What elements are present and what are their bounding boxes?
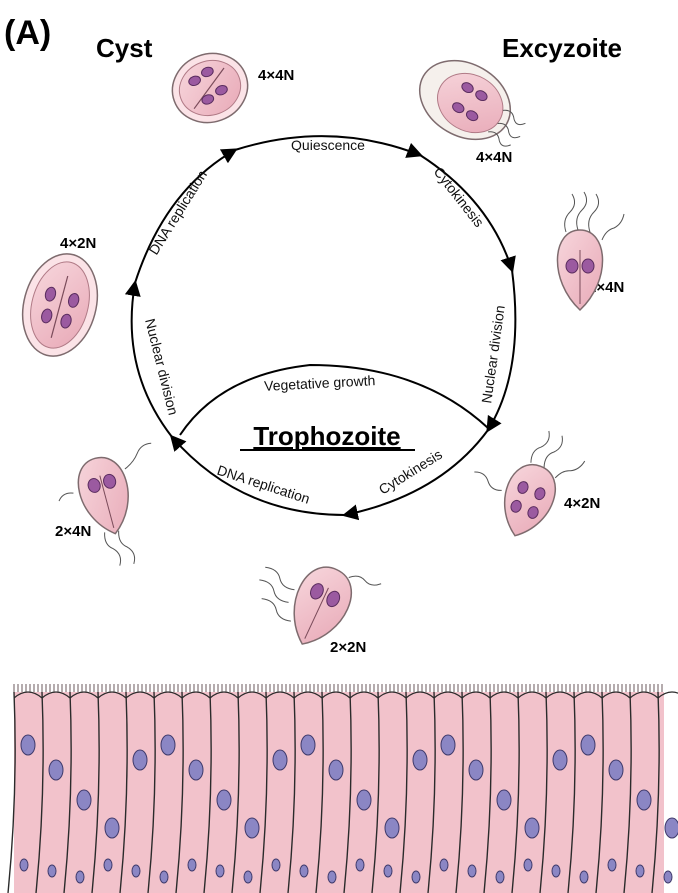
- label-quiescence: Quiescence: [291, 137, 365, 153]
- tissue-nucleus-small: [440, 859, 448, 871]
- tissue-nucleus: [553, 750, 567, 770]
- tissue-nucleus-small: [496, 871, 504, 883]
- tissue-nucleus-small: [20, 859, 28, 871]
- label-cytokinesis-top: Cytokinesis: [431, 164, 488, 230]
- tissue-nucleus: [581, 735, 595, 755]
- tissue-nucleus-small: [356, 859, 364, 871]
- tissue-nucleus-small: [552, 865, 560, 877]
- arrow-dna-replication-top: [135, 150, 235, 283]
- tissue-nucleus: [497, 790, 511, 810]
- intestinal-epithelium: [8, 684, 678, 893]
- tissue-nucleus-small: [664, 871, 672, 883]
- tissue-nucleus: [161, 735, 175, 755]
- tissue-nucleus: [329, 760, 343, 780]
- tissue-nucleus-small: [580, 871, 588, 883]
- tissue-nucleus: [665, 818, 678, 838]
- trophozoite-cell-4x2n: [459, 412, 591, 550]
- tissue-nucleus: [385, 818, 399, 838]
- tissue-nucleus: [273, 750, 287, 770]
- tissue-nucleus: [637, 790, 651, 810]
- tissue-nucleus: [133, 750, 147, 770]
- tissue-nucleus-small: [244, 871, 252, 883]
- tissue-nucleus-small: [608, 859, 616, 871]
- tissue-nucleus: [189, 760, 203, 780]
- label-dna-replication-bottom: DNA replication: [215, 462, 312, 507]
- tissue-nucleus: [469, 760, 483, 780]
- tissue-nucleus-small: [328, 871, 336, 883]
- tissue-nucleus-small: [188, 859, 196, 871]
- cyst-cell-4x4n: [163, 43, 258, 133]
- tissue-nucleus-small: [636, 865, 644, 877]
- process-labels: Quiescence Cytokinesis Nuclear division …: [142, 137, 508, 507]
- ploidy-troph-bottom: 2×2N: [330, 639, 366, 656]
- label-dna-replication-top: DNA replication: [145, 167, 210, 257]
- title-excyzoite: Excyzoite: [502, 33, 622, 63]
- tissue-nucleus-small: [216, 865, 224, 877]
- tissue-nucleus-small: [272, 859, 280, 871]
- tissue-nucleus: [105, 818, 119, 838]
- ploidy-cyst-left: 4×2N: [60, 235, 96, 252]
- title-cyst: Cyst: [96, 33, 153, 63]
- label-cytokinesis-bottom: Cytokinesis: [376, 446, 445, 498]
- tissue-nucleus: [49, 760, 63, 780]
- tissue-nucleus: [217, 790, 231, 810]
- ploidy-cyst-top: 4×4N: [258, 67, 294, 84]
- tissue-nucleus-small: [132, 865, 140, 877]
- tissue-nucleus: [77, 790, 91, 810]
- tissue-nucleus-small: [48, 865, 56, 877]
- tissue-nucleus: [357, 790, 371, 810]
- label-vegetative-growth: Vegetative growth: [264, 372, 376, 394]
- tissue-nucleus-small: [384, 865, 392, 877]
- brush-border: [14, 684, 662, 692]
- tissue-nucleus-small: [104, 859, 112, 871]
- tissue-nucleus: [245, 818, 259, 838]
- tissue-nucleus: [413, 750, 427, 770]
- panel-label: (A): [4, 14, 51, 52]
- tissue-nucleus: [609, 760, 623, 780]
- title-trophozoite: Trophozoite: [253, 421, 400, 451]
- tissue-nucleus-small: [468, 865, 476, 877]
- tissue-nucleus-small: [160, 871, 168, 883]
- tissue-nucleus: [525, 818, 539, 838]
- tissue-nucleus-small: [76, 871, 84, 883]
- tissue-nucleus: [301, 735, 315, 755]
- tissue-nucleus-small: [524, 859, 532, 871]
- ploidy-troph-left: 2×4N: [55, 523, 91, 540]
- trophozoite-cell-2x4n: [51, 443, 181, 578]
- label-nuclear-division-right: Nuclear division: [478, 304, 508, 404]
- ploidy-excyzoite-top: 4×4N: [476, 149, 512, 166]
- ploidy-labels: 4×4N 4×4N 2×4N 4×2N 2×2N 2×4N 4×2N: [55, 67, 624, 656]
- ploidy-troph-right: 4×2N: [564, 495, 600, 512]
- tissue-nucleus: [441, 735, 455, 755]
- cyst-cell-4x2n: [12, 245, 108, 364]
- tissue-nucleus-small: [412, 871, 420, 883]
- tissue-nucleus-small: [300, 865, 308, 877]
- label-nuclear-division-left: Nuclear division: [142, 317, 181, 417]
- tissue-nucleus: [21, 735, 35, 755]
